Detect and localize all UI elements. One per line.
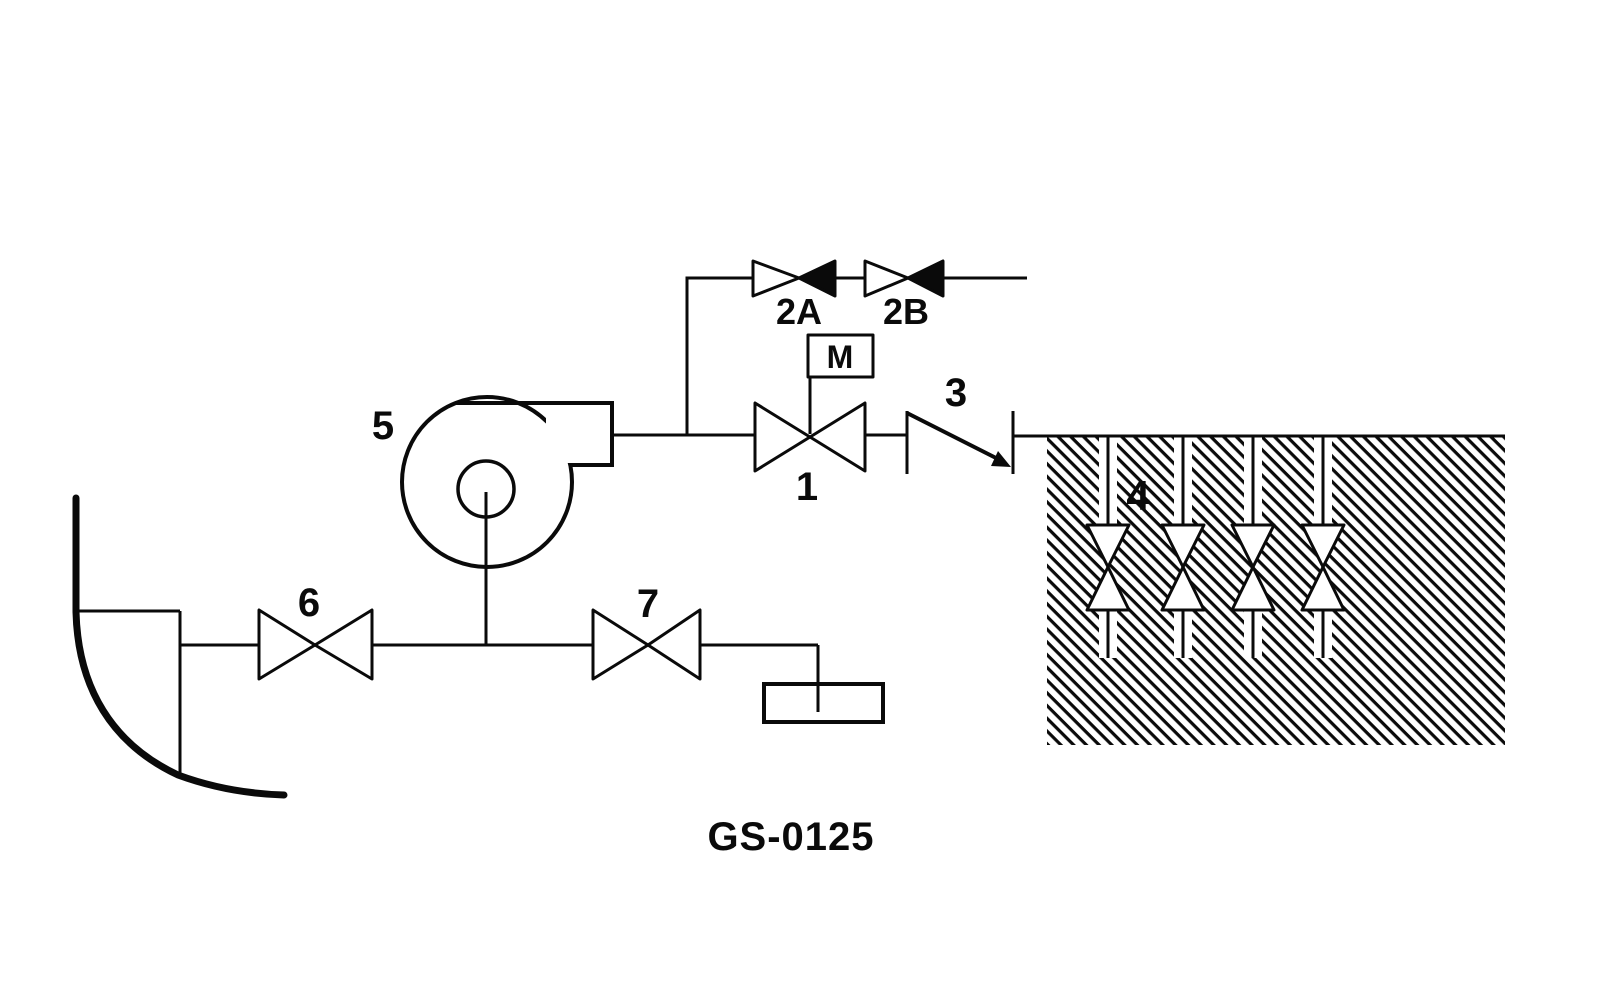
nozzle-valve-bottom-icon: [1085, 565, 1131, 612]
valve-filled-half-icon: [906, 259, 945, 298]
nozzle-valve-2: [1160, 437, 1206, 658]
label-valve-1: 1: [796, 465, 818, 509]
stop-valve-2a: 2A: [751, 259, 837, 332]
branch-riser-pipe: [685, 276, 753, 434]
stop-valve-2b: 2B: [863, 259, 945, 332]
figure-caption: GS-0125: [707, 815, 874, 859]
fan-outlet-duct-fill: [546, 404, 611, 463]
valve-7: 7: [591, 582, 702, 681]
label-motor: M: [827, 339, 854, 375]
label-valve-2b: 2B: [883, 291, 929, 332]
valve-open-half-icon: [751, 259, 801, 298]
valve-left-half-icon: [753, 401, 812, 473]
label-valve-2a: 2A: [776, 291, 822, 332]
motor-operated-valve-1: M 1: [753, 333, 875, 509]
motor-actuator-box: [806, 333, 875, 379]
check-valve-flap: [906, 411, 999, 461]
nozzle-valve-1: [1085, 437, 1131, 658]
hatch-fill: [1047, 437, 1505, 745]
valve-left-half-icon: [591, 608, 650, 681]
drain-seal-box: [762, 645, 885, 724]
nozzle-valve-bottom-icon: [1160, 565, 1206, 612]
valve-filled-half-icon: [797, 259, 837, 298]
check-valve-arrowhead-icon: [991, 451, 1011, 467]
protected-space-hatched-area: 4: [1047, 437, 1505, 745]
nozzle-valve-top-icon: [1160, 523, 1206, 569]
recharge-line: [685, 276, 1027, 434]
valve-6: 6: [257, 581, 374, 681]
valve-right-half-icon: [313, 608, 374, 681]
valve-right-half-icon: [646, 608, 702, 681]
seal-box: [762, 682, 885, 724]
fan-outlet-duct: [456, 401, 614, 467]
main-discharge-line: [613, 433, 1505, 438]
label-fan-5: 5: [372, 404, 394, 448]
nozzle-valve-bottom-icon: [1300, 565, 1346, 612]
nozzle-valve-top-icon: [1300, 523, 1346, 569]
nozzle-valve-3: [1230, 437, 1276, 658]
nozzle-valve-4: [1300, 437, 1346, 658]
check-valve-3: 3: [905, 371, 1015, 474]
label-protected-space-4: 4: [1126, 472, 1150, 519]
label-valve-6: 6: [298, 581, 320, 625]
valve-right-half-icon: [808, 401, 867, 473]
label-check-valve-3: 3: [945, 371, 967, 415]
valve-open-half-icon: [863, 259, 910, 298]
fan-blower-5: 5: [372, 395, 614, 646]
hull-plating-curve: [72, 494, 288, 799]
bilge-well: [72, 494, 288, 799]
nozzle-valve-bottom-icon: [1230, 565, 1276, 612]
nozzle-valve-top-icon: [1085, 523, 1131, 569]
nozzle-valve-top-icon: [1230, 523, 1276, 569]
label-valve-7: 7: [637, 582, 659, 626]
valve-left-half-icon: [257, 608, 317, 681]
